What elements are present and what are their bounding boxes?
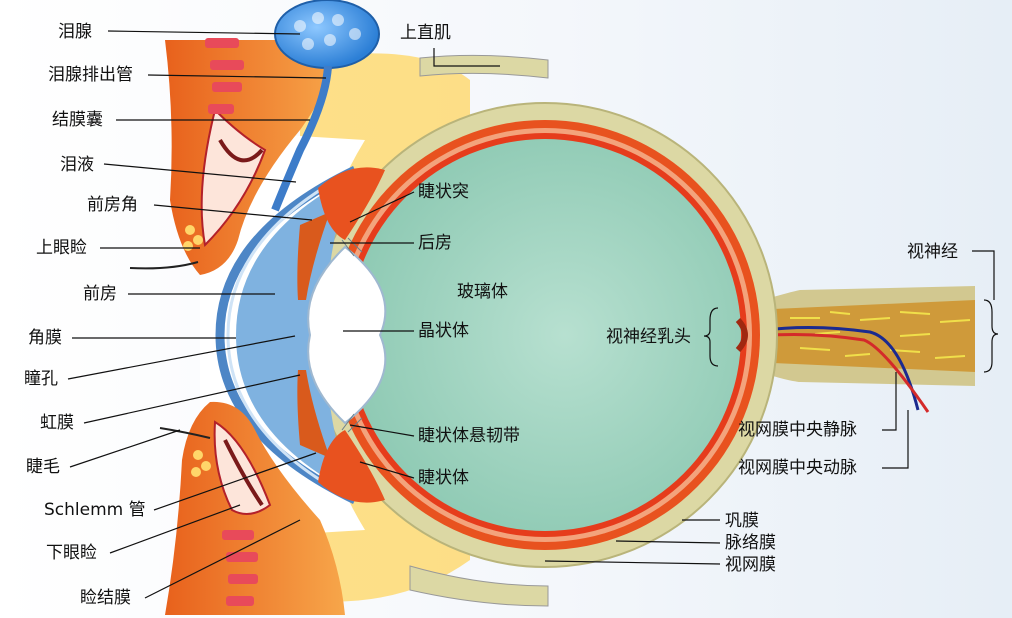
label-optic-disc: 视神经乳头 (606, 307, 719, 367)
label-text-cornea: 角膜 (28, 328, 62, 348)
optic-nerve (745, 286, 975, 386)
label-optic-nerve: 视神经 (907, 242, 999, 373)
iris-lower (297, 370, 330, 458)
label-upper-eyelid: 上眼睑 (36, 238, 200, 258)
label-text-tears: 泪液 (60, 155, 94, 175)
optic-disc (735, 317, 748, 353)
label-text-lower-eyelid: 下眼睑 (46, 543, 97, 563)
label-lacrimal-duct: 泪腺排出管 (48, 65, 327, 85)
label-text-lacrimal-duct: 泪腺排出管 (48, 65, 133, 85)
label-retina: 视网膜 (544, 555, 776, 575)
ciliary-body-upper (318, 167, 385, 240)
inferior-rectus (409, 565, 549, 607)
lens (307, 245, 387, 425)
label-text-schlemm-canal: Schlemm 管 (44, 500, 146, 520)
label-eyelash: 睫毛 (26, 429, 181, 477)
label-lens: 晶状体 (343, 321, 469, 341)
cornea-inner (226, 168, 356, 502)
label-chamber-angle: 前房角 (87, 195, 313, 221)
label-text-central-retinal-vein: 视网膜中央静脉 (738, 420, 857, 440)
label-tears: 泪液 (60, 155, 297, 183)
anterior-chamber (236, 178, 350, 492)
cornea (215, 165, 357, 505)
label-text-superior-rectus: 上直肌 (400, 23, 451, 43)
label-central-retinal-artery: 视网膜中央动脉 (738, 410, 909, 478)
label-text-ciliary-process: 睫状突 (418, 182, 469, 202)
label-text-retina: 视网膜 (725, 555, 776, 575)
label-cornea: 角膜 (28, 328, 236, 348)
label-lower-eyelid: 下眼睑 (46, 504, 241, 563)
label-text-upper-eyelid: 上眼睑 (36, 238, 87, 258)
label-anterior-chamber: 前房 (83, 284, 275, 304)
label-text-choroid: 脉络膜 (725, 533, 776, 553)
label-text-zonule: 睫状体悬韧带 (418, 426, 520, 446)
label-posterior-chamber: 后房 (330, 233, 452, 253)
label-text-pupil: 瞳孔 (24, 369, 58, 389)
label-conjunctival-sac: 结膜囊 (52, 110, 310, 130)
label-text-lacrimal-gland: 泪腺 (58, 22, 92, 42)
label-text-lens: 晶状体 (418, 321, 469, 341)
label-text-chamber-angle: 前房角 (87, 195, 138, 215)
label-text-anterior-chamber: 前房 (83, 284, 117, 304)
label-central-retinal-vein: 视网膜中央静脉 (738, 372, 897, 440)
label-lacrimal-gland: 泪腺 (58, 22, 301, 42)
label-text-conjunctival-sac: 结膜囊 (52, 110, 103, 130)
label-text-vitreous-body: 玻璃体 (457, 282, 508, 302)
label-ciliary-process: 睫状突 (349, 182, 469, 223)
label-text-optic-disc: 视神经乳头 (606, 327, 691, 347)
superior-rectus (419, 54, 549, 79)
label-pupil: 瞳孔 (24, 335, 296, 389)
zonule (341, 237, 363, 433)
label-text-iris: 虹膜 (40, 413, 74, 433)
label-schlemm-canal: Schlemm 管 (44, 452, 317, 520)
label-sclera: 巩膜 (682, 511, 759, 531)
iris-upper (297, 212, 330, 300)
lacrimal-duct (271, 65, 332, 212)
label-iris: 虹膜 (40, 374, 301, 433)
label-vitreous-body: 玻璃体 (457, 282, 508, 302)
label-text-posterior-chamber: 后房 (418, 233, 452, 253)
label-choroid: 脉络膜 (615, 533, 776, 553)
lower-eyelid (159, 401, 345, 615)
label-palpebral-conjunctiva: 睑结膜 (80, 519, 301, 608)
label-text-eyelash: 睫毛 (26, 457, 60, 477)
label-text-palpebral-conjunctiva: 睑结膜 (80, 588, 131, 608)
label-superior-rectus: 上直肌 (400, 23, 500, 67)
label-text-sclera: 巩膜 (725, 511, 759, 531)
label-text-optic-nerve: 视神经 (907, 242, 958, 262)
lacrimal-gland-lobules (294, 12, 361, 50)
label-text-central-retinal-artery: 视网膜中央动脉 (738, 458, 857, 478)
label-zonule: 睫状体悬韧带 (349, 424, 520, 446)
vitreous-body (349, 139, 741, 531)
label-ciliary-body: 睫状体 (359, 461, 469, 488)
label-text-ciliary-body: 睫状体 (418, 468, 469, 488)
ciliary-body-lower (318, 430, 385, 503)
